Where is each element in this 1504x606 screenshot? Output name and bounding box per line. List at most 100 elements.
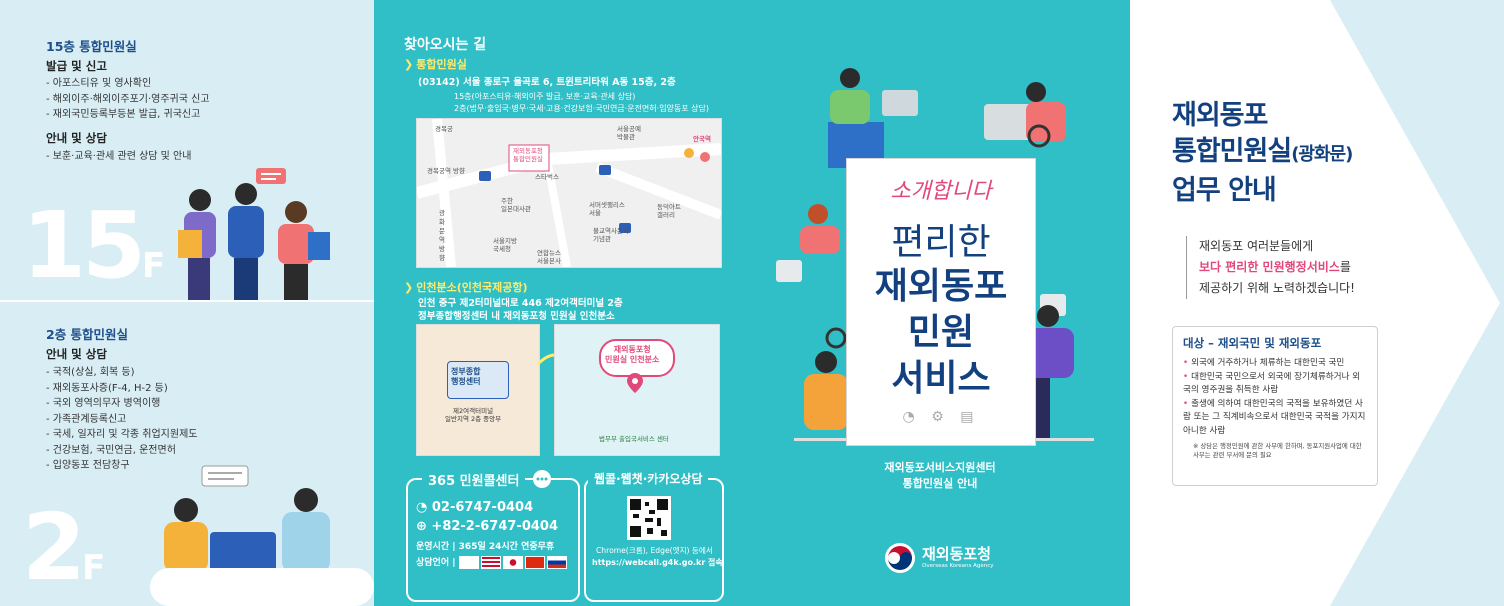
list-item: - 국외 영역의무자 병역이행: [46, 398, 161, 409]
list-item: 출생에 의하여 대한민국의 국적을 보유하였던 사람 또는 그 직계비속으로서 …: [1183, 398, 1367, 439]
consult-list: - 보훈·교육·관세 관련 상담 및 안내: [46, 149, 191, 165]
branch-bottom-label: 법무부 출입국서비스 센터: [599, 435, 669, 443]
issue-list: - 아포스티유 및 영사확인 - 해외이주·해외이주포기·영주귀국 신고 - 재…: [46, 76, 210, 123]
list-item: 대한민국 국민으로서 외국에 장기체류하거나 외국의 영주권을 취득한 사람: [1183, 371, 1367, 398]
poster-line-2: 재외동포: [874, 266, 1008, 307]
list-item: - 건강보험, 국민연금, 운전면허: [46, 444, 176, 456]
gov-center-label: 정부종합 행정센터: [451, 367, 481, 386]
poster-line-1: 편리한: [891, 222, 991, 263]
korea-flag-icon: [458, 556, 479, 569]
hours-text: 운영시간 | 365일 24시간 연중무휴: [416, 542, 555, 552]
map-label-nts: 서울지방 국세청: [493, 237, 517, 253]
incheon-tag: ❯인천분소(인천국제공항): [404, 281, 528, 294]
usa-flag-icon: [480, 556, 501, 569]
target-box: 대상 – 재외국민 및 재외동포 외국에 거주하거나 체류하는 대한민국 국민 …: [1172, 326, 1378, 486]
china-flag-icon: [524, 556, 545, 569]
target-title: 대상 – 재외국민 및 재외동포: [1183, 336, 1322, 350]
floor-2-list: - 국적(상실, 회복 등) - 재외동포사증(F-4, H-2 등) - 국외…: [46, 365, 197, 474]
japan-flag-icon: [502, 556, 523, 569]
list-item: - 해외이주·해외이주포기·영주귀국 신고: [46, 93, 210, 105]
poster-script: 소개합니다: [890, 179, 992, 204]
map-label-yonhap: 연합뉴스 서울본사: [537, 249, 561, 265]
floor-15-section: 15층 통합민원실 발급 및 신고 - 아포스티유 및 영사확인 - 해외이주·…: [0, 0, 374, 300]
branch-label: 재외동포청 민원실 인천분소: [605, 345, 660, 364]
office-address: (03142) 서울 종로구 율곡로 6, 트윈트리타워 A동 15층, 2층: [418, 77, 676, 88]
poster-line-3: 민원: [907, 312, 975, 353]
languages-row: 상담언어 |: [416, 556, 569, 570]
overseas-phone[interactable]: ⊕ +82-2-6747-0404: [416, 519, 559, 534]
office-tag: ❯통합민원실: [404, 58, 467, 71]
consult-title: 안내 및 상담: [46, 131, 107, 145]
branch-map[interactable]: 재외동포청 민원실 인천분소 법무부 출입국서비스 센터: [554, 324, 720, 456]
list-item: 외국에 거주하거나 체류하는 대한민국 국민: [1183, 357, 1367, 371]
list-item: - 보훈·교육·관세 관련 상담 및 안내: [46, 151, 192, 162]
map-label-anguk: 안국역: [693, 135, 711, 143]
call-center-box: [406, 478, 580, 602]
office-2-desc: 2층(법무·출입국·병무·국세·고용·건강보험·국민연금·운전면허·입양동포 상…: [454, 104, 710, 113]
floor-2-consult-title: 안내 및 상담: [46, 347, 107, 361]
floor-15-title: 15층 통합민원실: [46, 39, 137, 54]
directions-title: 찾아오시는 길: [404, 37, 487, 53]
headset-icon: [533, 470, 551, 488]
cover-title: 재외동포 통합민원실(광화문) 업무 안내: [1172, 100, 1353, 206]
map-label-starbucks: 스타벅스: [535, 173, 559, 181]
web-call-title: 웹콜·웹챗·카카오상담: [588, 470, 709, 487]
chevron-background: [1330, 0, 1504, 606]
list-item: - 재외동포사증(F-4, H-2 등): [46, 382, 168, 394]
floor-2-number: 2F: [22, 494, 106, 601]
map-label-japan-embassy: 주한 일본대사관: [501, 197, 531, 213]
cover-panel: 재외동포 통합민원실(광화문) 업무 안내 재외동포 여러분들에게 보다 편리한…: [1130, 0, 1504, 606]
location-pin-icon: [627, 373, 643, 393]
list-item: - 가족관계등록신고: [46, 413, 127, 425]
map-label-bulgwang: 불교역사문화 기념관: [593, 227, 629, 243]
call-center-title: 365 민원콜센터: [422, 470, 526, 489]
map-label-somerset: 서머셋팰리스 서울: [589, 201, 625, 217]
list-item: - 아포스티유 및 영사확인: [46, 78, 152, 89]
floor-panel: 15층 통합민원실 발급 및 신고 - 아포스티유 및 영사확인 - 해외이주·…: [0, 0, 374, 606]
list-item: - 재외국민등록부등본 발급, 귀국신고: [46, 109, 201, 120]
map-label-museum: 서울공예 박물관: [617, 125, 641, 141]
target-note: ※ 상담은 행정민원에 관한 사무에 한하며, 동포지원사업에 대한 사무는 관…: [1193, 442, 1362, 459]
office-people-illustration: [178, 168, 330, 300]
globe-icon: ⊕: [416, 519, 432, 534]
consultation-illustration: [150, 465, 374, 606]
chevron-right-icon: ❯: [404, 58, 414, 71]
floor-2-title: 2층 통합민원실: [46, 327, 129, 342]
incheon-address-2: 정부종합행정센터 내 재외동포청 민원실 인천분소: [418, 311, 615, 322]
web-call-url[interactable]: https://webcall.g4k.go.kr 접속: [592, 558, 723, 567]
map-label-gyeongbokgung: 경복궁: [435, 125, 453, 133]
map-label-office: 재외동포청 통합민원실: [513, 147, 543, 163]
map-label-gwanghwamun-dir: 광화문역방향: [439, 209, 445, 262]
issue-title: 발급 및 신고: [46, 59, 107, 73]
map-roads: [417, 119, 721, 267]
poster-line-4: 서비스: [891, 358, 991, 399]
directions-panel: 찾아오시는 길 ❯통합민원실 (03142) 서울 종로구 율곡로 6, 트윈트…: [374, 0, 1130, 606]
floor-2-section: 2층 통합민원실 안내 및 상담 - 국적(상실, 회복 등) - 재외동포사증…: [0, 302, 374, 606]
floor-15-number: 15F: [22, 192, 166, 299]
taegeuk-logo-icon: [885, 543, 915, 573]
phone-icon: ◔: [416, 500, 432, 515]
incheon-address-1: 인천 중구 제2터미널대로 446 제2여객터미널 2층: [418, 298, 623, 309]
service-poster: 소개합니다 편리한 재외동포 민원 서비스 ◔ ⚙ ▤: [846, 158, 1036, 446]
gwanghwamun-map[interactable]: 경복궁 서울공예 박물관 안국역 재외동포청 통합민원실 스타벅스 주한 일본대…: [416, 118, 722, 268]
poster-icons: ◔ ⚙ ▤: [902, 409, 980, 425]
list-item: - 국세, 일자리 및 각종 취업지원제도: [46, 429, 198, 440]
agency-english: Overseas Koreans Agency: [922, 563, 994, 569]
office-15-desc: 15층(아포스티유·해외이주 발급, 보훈·교육·관세 상담): [454, 92, 636, 101]
intro-text: 재외동포 여러분들에게 보다 편리한 민원행정서비스를 제공하기 위해 노력하겠…: [1186, 236, 1355, 299]
terminal-label: 제2여객터미널 일반지역 2층 중앙부: [445, 407, 502, 423]
map-label-gyeongbok-dir: 경복궁역 방향: [427, 167, 465, 175]
domestic-phone[interactable]: ◔ 02-6747-0404: [416, 500, 534, 515]
agency-name: 재외동포청: [922, 545, 992, 563]
list-item: - 국적(상실, 회복 등): [46, 367, 135, 378]
russia-flag-icon: [546, 556, 567, 569]
terminal-map[interactable]: 정부종합 행정센터 제2여객터미널 일반지역 2층 중앙부: [416, 324, 540, 456]
qr-code[interactable]: [627, 496, 671, 540]
browser-text: Chrome(크롬), Edge(엣지) 등에서: [596, 546, 713, 555]
list-item: - 입양동포 전담창구: [46, 460, 130, 471]
chevron-right-icon: ❯: [404, 281, 414, 294]
map-label-gallery: 동덕아트 갤러리: [657, 203, 681, 219]
target-list: 외국에 거주하거나 체류하는 대한민국 국민 대한민국 국민으로서 외국에 장기…: [1183, 357, 1367, 438]
